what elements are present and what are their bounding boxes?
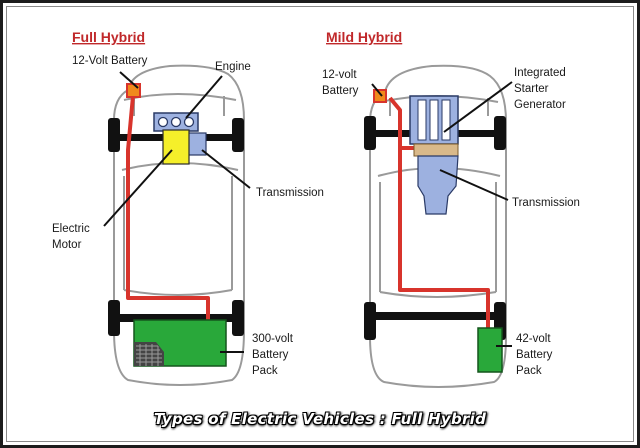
label-integrated: Integrated [514, 67, 566, 79]
label-transmission-mild: Transmission [512, 197, 580, 209]
mild-hybrid-transmission [417, 155, 459, 215]
label-motor: Motor [52, 239, 82, 251]
label-300-volt: 300-volt [252, 333, 294, 345]
image-frame-inner [6, 6, 634, 442]
full-hybrid-12v-battery [126, 83, 141, 98]
label-pack-mild: Pack [516, 365, 542, 377]
label-pack: Pack [252, 365, 278, 377]
label-12-volt: 12-volt [322, 69, 357, 81]
label-starter: Starter [514, 83, 549, 95]
mild-hybrid-isg [413, 143, 459, 157]
label-battery-mild: Battery [516, 349, 553, 361]
mild-hybrid-panel: Mild Hybrid [322, 29, 580, 388]
label-generator: Generator [514, 99, 566, 111]
label-battery-small: Battery [322, 85, 359, 97]
label-battery: Battery [252, 349, 289, 361]
full-hybrid-title: Full Hybrid [72, 29, 145, 45]
full-hybrid-rear-axle [118, 314, 234, 322]
mild-hybrid-12v-battery [373, 89, 387, 103]
full-hybrid-engine [153, 112, 199, 132]
full-hybrid-leader-lines [103, 71, 251, 353]
label-engine: Engine [215, 61, 251, 73]
label-12-volt-battery: 12-Volt Battery [72, 55, 148, 67]
mild-hybrid-engine [409, 95, 459, 145]
label-transmission: Transmission [256, 187, 324, 199]
mild-hybrid-title: Mild Hybrid [326, 29, 402, 45]
full-hybrid-300v-battery-pack [133, 319, 227, 367]
label-electric: Electric [52, 223, 90, 235]
label-42-volt: 42-volt [516, 333, 551, 345]
mild-hybrid-leader-lines [371, 81, 513, 347]
mild-hybrid-42v-battery-pack [477, 327, 503, 373]
mild-hybrid-rear-axle [374, 312, 498, 320]
image-caption: Types of Electric Vehicles : Full Hybrid [153, 410, 487, 428]
full-hybrid-wheels [108, 118, 244, 336]
full-hybrid-panel: Full Hybrid [52, 29, 324, 386]
mild-hybrid-wheels [364, 116, 506, 340]
full-hybrid-electric-motor [162, 129, 190, 165]
